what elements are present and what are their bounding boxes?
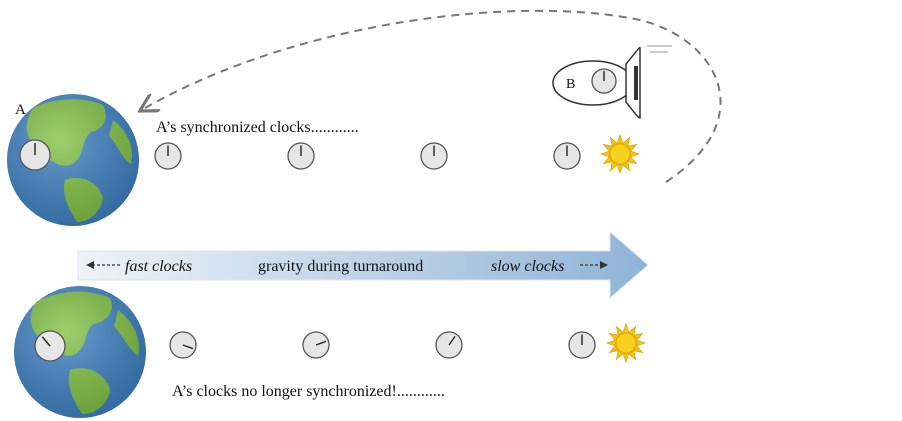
label-slow-clocks: slow clocks [491, 258, 564, 275]
fast-clocks-arrowhead-icon [86, 261, 94, 269]
label-gravity-turnaround: gravity during turnaround [258, 258, 423, 275]
return-path-dashed [145, 9, 722, 183]
bottom-clock-4 [568, 331, 596, 359]
top-clock-1 [154, 142, 182, 170]
bottom-clock-1-hand [182, 344, 194, 350]
slow-clocks-arrowhead-icon [600, 261, 608, 269]
label-observer-a: A [15, 102, 26, 118]
caption-top: A’s synchronized clocks............ [156, 119, 359, 136]
sun-core [609, 143, 631, 165]
bottom-clock-3-hand [448, 335, 456, 346]
sun-bottom-icon [605, 322, 647, 364]
label-observer-b: B [566, 77, 575, 92]
sun-rays [599, 133, 641, 175]
earth-top-clock [19, 139, 51, 171]
bottom-clock-3 [435, 331, 463, 359]
top-clock-3 [420, 142, 448, 170]
sun-rays [605, 322, 647, 364]
gravity-arrow [77, 230, 649, 300]
top-clock-row [154, 142, 581, 170]
ship-clock [591, 68, 617, 94]
sun-core [615, 332, 637, 354]
bottom-clock-2-hand [315, 340, 327, 346]
earth-bottom-clock [34, 330, 66, 362]
bottom-clock-1 [169, 331, 197, 359]
bottom-clock-2 [302, 331, 330, 359]
top-clock-2 [287, 142, 315, 170]
caption-bottom: A’s clocks no longer synchronized!......… [172, 383, 445, 400]
bottom-clock-row [169, 331, 596, 359]
sun-top-icon [599, 133, 641, 175]
label-fast-clocks: fast clocks [125, 258, 192, 275]
earth-bottom [14, 286, 146, 418]
top-clock-4 [553, 142, 581, 170]
